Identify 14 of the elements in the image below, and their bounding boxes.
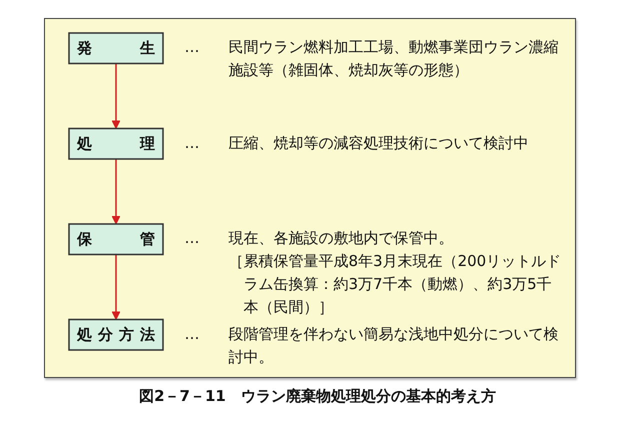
description-text: 段階管理を伴わない簡易な浅地中処分について検討中。: [228, 324, 560, 368]
description-text: 民間ウラン燃料加工工場、動燃事業団ウラン濃縮施設等（雑固体、焼却灰等の形態）: [228, 37, 560, 81]
description-text: 現在、各施設の敷地内で保管中。: [228, 228, 454, 249]
ellipsis: …: [184, 324, 200, 344]
arrow: [112, 254, 120, 320]
ellipsis: …: [184, 132, 200, 154]
figure-caption: 図2－7－11 ウラン廃棄物処理処分の基本的考え方: [139, 386, 496, 406]
description-text: 圧縮、焼却等の減容処理技術について検討中: [228, 132, 530, 154]
step-box: 発生: [68, 32, 164, 64]
arrow: [112, 63, 120, 129]
ellipsis: …: [184, 228, 200, 249]
ellipsis: …: [184, 37, 200, 58]
note-text: ［累積保管量平成8年3月末現在（200リットルドラム缶換算：約3万7千本（動燃）、約3万5千本（民間）］: [228, 251, 562, 318]
arrow: [112, 158, 120, 224]
